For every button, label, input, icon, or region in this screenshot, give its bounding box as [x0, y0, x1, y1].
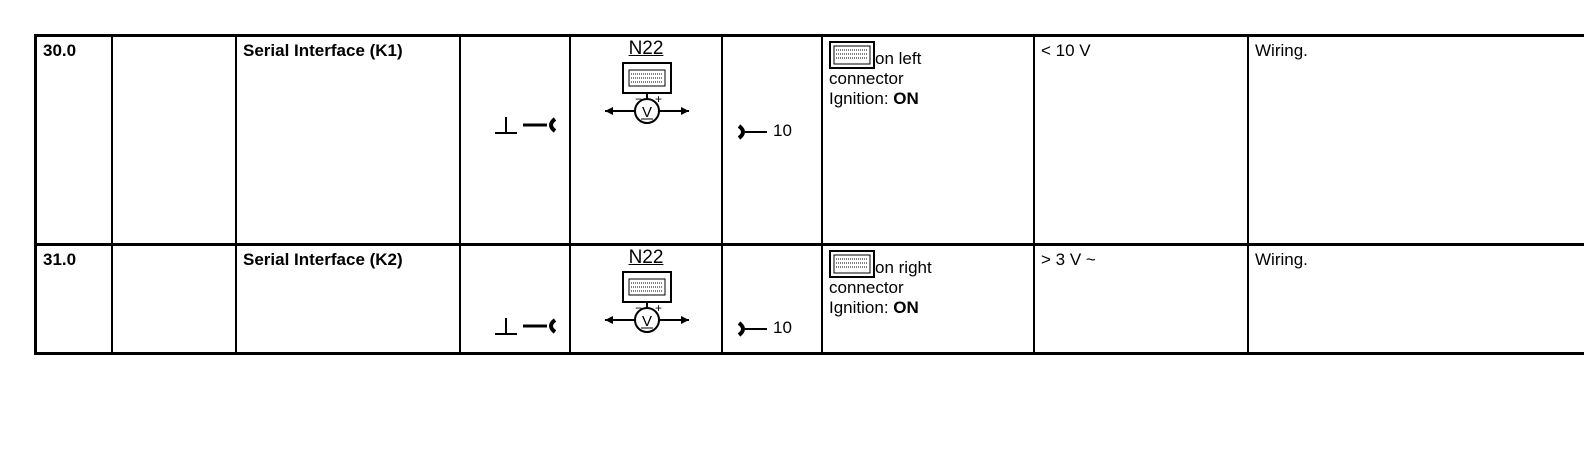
connector-block-icon — [829, 41, 875, 69]
voltmeter-icon: V − + — [605, 271, 689, 333]
svg-text:+: + — [655, 301, 662, 315]
remedy: Wiring. — [1255, 250, 1308, 269]
connector-block-icon — [829, 250, 875, 278]
ground-probe-icon — [495, 117, 557, 134]
blank-cell — [113, 37, 237, 243]
condition-line-2: connector — [829, 69, 904, 88]
table-row: 30.0 Serial Interface (K1) N22 — [37, 37, 1584, 246]
pin-probe-icon — [737, 321, 767, 337]
condition-ignition-state: ON — [893, 298, 919, 317]
ground-probe-icon — [495, 318, 557, 335]
step-number: 31.0 — [37, 246, 113, 352]
step-number: 30.0 — [37, 37, 113, 243]
blank-cell — [113, 246, 237, 352]
pin-cell: 10 — [723, 37, 823, 243]
remedy: Wiring. — [1255, 41, 1308, 60]
svg-text:+: + — [655, 92, 662, 106]
ground-cell — [461, 246, 571, 352]
condition-suffix: on left — [875, 49, 922, 68]
pin-probe-icon — [737, 124, 767, 140]
test-condition: on left connector Ignition: ON — [823, 37, 1035, 243]
test-condition: on right connector Ignition: ON — [823, 246, 1035, 352]
svg-text:−: − — [635, 92, 642, 106]
ground-cell — [461, 37, 571, 243]
svg-text:−: − — [635, 301, 642, 315]
svg-text:V: V — [642, 104, 652, 121]
pin-number: 10 — [773, 121, 792, 140]
condition-line-2: connector — [829, 278, 904, 297]
svg-text:V: V — [642, 313, 652, 330]
meter-cell: N22 V − + — [571, 246, 723, 352]
meter-cell: N22 V − + — [571, 37, 723, 243]
condition-ignition-state: ON — [893, 89, 919, 108]
voltmeter-icon: V − + — [605, 62, 689, 124]
condition-suffix: on right — [875, 258, 932, 277]
nominal-value: < 10 V — [1035, 37, 1249, 243]
test-description: Serial Interface (K1) — [237, 37, 461, 243]
pin-cell: 10 — [723, 246, 823, 352]
meter-label: N22 — [628, 38, 664, 59]
condition-ignition-label: Ignition: — [829, 89, 894, 108]
nominal-value: > 3 V ~ — [1035, 246, 1249, 352]
pin-number: 10 — [773, 318, 792, 337]
test-description: Serial Interface (K2) — [237, 246, 461, 352]
table-row: 31.0 Serial Interface (K2) N22 — [37, 246, 1584, 355]
meter-label: N22 — [628, 247, 664, 268]
test-table: 30.0 Serial Interface (K1) N22 — [34, 34, 1584, 355]
condition-ignition-label: Ignition: — [829, 298, 894, 317]
